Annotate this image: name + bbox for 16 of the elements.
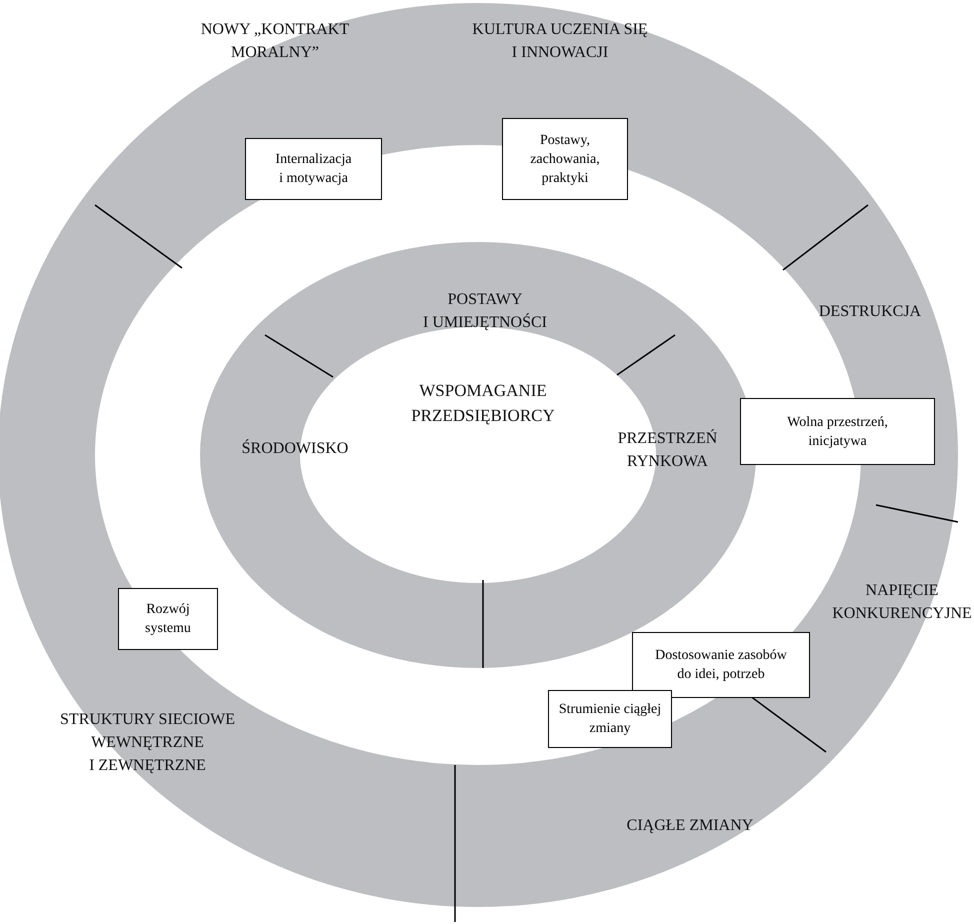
sector-label: POSTAWY I UMIEJĘTNOŚCI [422,290,548,333]
text-box: Strumienie ciągłej zmiany [548,690,672,748]
sector-label: PRZESTRZEŃ RYNKOWA [616,428,718,472]
text-box: Wolna przestrzeń, inicjatywa [740,398,935,465]
center-label: WSPOMAGANIE PRZEDSIĘBIORCY [358,378,608,432]
sector-label: ŚRODOWISKO [240,438,350,459]
text-box: Internalizacja i motywacja [245,138,382,200]
sector-label: KULTURA UCZENIA SIĘ I INNOWACJI [471,20,649,63]
sector-label: DESTRUKCJA [818,302,922,322]
sector-label: NOWY „KONTRAKT MORALNY” [200,20,350,63]
text-box: Dostosowanie zasobów do idei, potrzeb [632,632,810,698]
text-box: Postawy, zachowania, praktyki [502,118,628,200]
sector-label: CIĄGŁE ZMIANY [626,816,754,836]
sector-label: NAPIĘCIE KONKURENCYJNE [831,581,973,624]
text-box: Rozwój systemu [118,588,218,650]
sector-label: STRUKTURY SIECIOWE WEWNĘTRZNE I ZEWNĘTRZNE [59,710,236,776]
